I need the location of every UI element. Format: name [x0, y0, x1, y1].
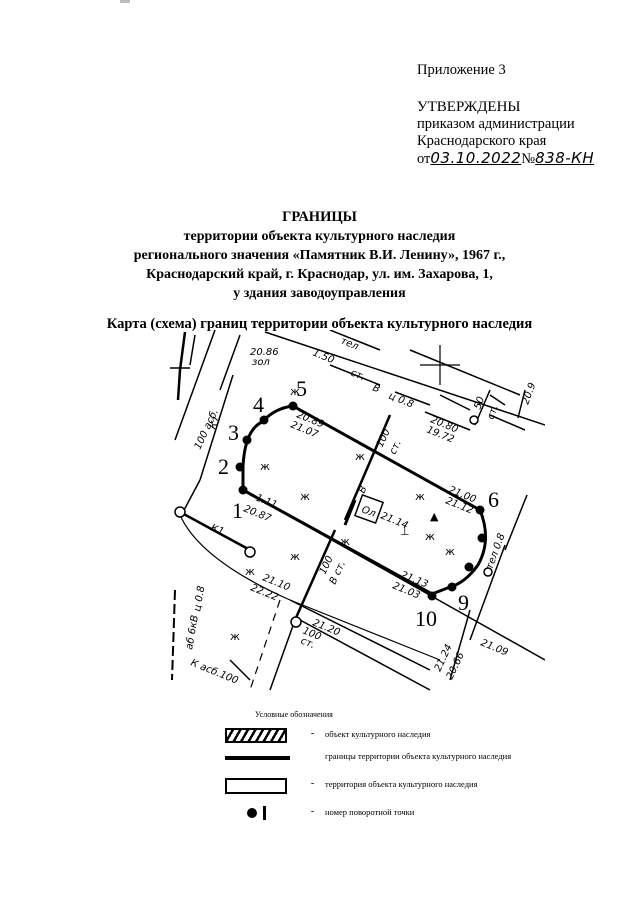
title-line-1: территории объекта культурного наследия: [183, 229, 456, 244]
svg-text:ст.: ст.: [388, 438, 404, 456]
svg-text:ж: ж: [355, 450, 365, 463]
point-1: 1: [232, 498, 243, 523]
point-2: 2: [218, 454, 229, 479]
svg-text:ж: ж: [245, 565, 255, 578]
order-line-1: приказом администрации: [417, 116, 575, 132]
point-5: 5: [296, 376, 307, 401]
svg-text:20.9: 20.9: [520, 381, 538, 406]
svg-text:аб 6кВ: аб 6кВ: [183, 614, 201, 650]
point-10: 10: [415, 606, 437, 631]
svg-text:ц 0.8: ц 0.8: [387, 391, 415, 411]
svg-text:тел 0.8: тел 0.8: [484, 532, 507, 571]
map-caption: Карта (схема) границ территории объекта …: [106, 316, 533, 332]
svg-text:ст.: ст.: [299, 636, 317, 652]
title-line-2: регионального значения «Памятник В.И. Ле…: [133, 248, 506, 263]
svg-text:ст.: ст.: [349, 368, 367, 384]
title-main: ГРАНИЦЫ: [282, 209, 357, 225]
svg-text:1.50: 1.50: [311, 348, 336, 367]
svg-text:ст.: ст.: [485, 404, 500, 421]
svg-text:ж: ж: [340, 535, 350, 548]
order-line-2: Краснодарского края: [417, 133, 547, 149]
svg-text:В: В: [357, 484, 370, 495]
svg-text:В: В: [371, 383, 382, 396]
title-line-3: Краснодарский край, г. Краснодар, ул. им…: [146, 267, 493, 282]
date-value: 03.10.2022: [430, 149, 522, 167]
legend-item-heritage-object: - объект культурного наследия: [225, 728, 515, 746]
svg-text:ж: ж: [445, 545, 455, 558]
svg-text:▲: ▲: [430, 510, 439, 523]
legend-item-turning-point: - номер поворотной точки: [225, 806, 515, 824]
svg-text:⊥: ⊥: [400, 525, 410, 538]
point-3: 3: [228, 420, 239, 445]
turning-points: [235, 401, 487, 601]
hatched-rect-icon: [225, 728, 287, 743]
document-title: ГРАНИЦЫ территории объекта культурного н…: [0, 208, 639, 303]
svg-text:ж: ж: [300, 490, 310, 503]
svg-text:зол: зол: [252, 357, 270, 368]
number-prefix: №: [521, 151, 536, 167]
thick-line-icon: [225, 756, 290, 760]
legend-item-boundary: границы территории объекта культурного н…: [225, 750, 515, 768]
svg-text:Ол: Ол: [360, 504, 378, 519]
svg-text:ц 0.8: ц 0.8: [192, 585, 207, 612]
svg-text:К1: К1: [209, 523, 226, 538]
approval-block: Приложение 3 УТВЕРЖДЕНЫ приказом админис…: [417, 62, 594, 168]
legend-item-territory: - территория объекта культурного наследи…: [225, 778, 515, 796]
scan-artifact: [120, 0, 130, 3]
boundary-map: 1 2 3 4 5 6 9 10 20.86 зол тел 1.50 ст. …: [170, 330, 545, 691]
point-4: 4: [253, 392, 264, 417]
svg-text:ж: ж: [230, 630, 240, 643]
svg-text:К1: К1: [208, 414, 224, 431]
legend-title: Условные обозначения: [255, 710, 333, 719]
dot-number-icon: [225, 806, 300, 820]
hollow-rect-icon: [225, 778, 287, 794]
svg-text:тел: тел: [339, 336, 361, 353]
date-prefix: от: [417, 151, 431, 167]
svg-text:К асб.100: К асб.100: [189, 657, 240, 687]
approved-heading: УТВЕРЖДЕНЫ: [417, 99, 521, 115]
svg-text:20.86: 20.86: [250, 347, 279, 358]
appendix-label: Приложение 3: [417, 62, 506, 78]
order-date-number: от03.10.2022№838-КН: [417, 150, 594, 168]
svg-text:ж: ж: [290, 385, 300, 398]
point-6: 6: [488, 487, 499, 512]
svg-text:ж: ж: [415, 490, 425, 503]
number-value: 838-КН: [535, 149, 595, 167]
point-9: 9: [458, 590, 469, 615]
svg-text:ж: ж: [260, 460, 270, 473]
svg-text:ж: ж: [425, 530, 435, 543]
svg-text:ж: ж: [290, 550, 300, 563]
svg-text:50: 50: [472, 395, 487, 411]
title-line-4: у здания заводоуправления: [233, 286, 406, 301]
svg-text:21.09: 21.09: [479, 638, 510, 659]
